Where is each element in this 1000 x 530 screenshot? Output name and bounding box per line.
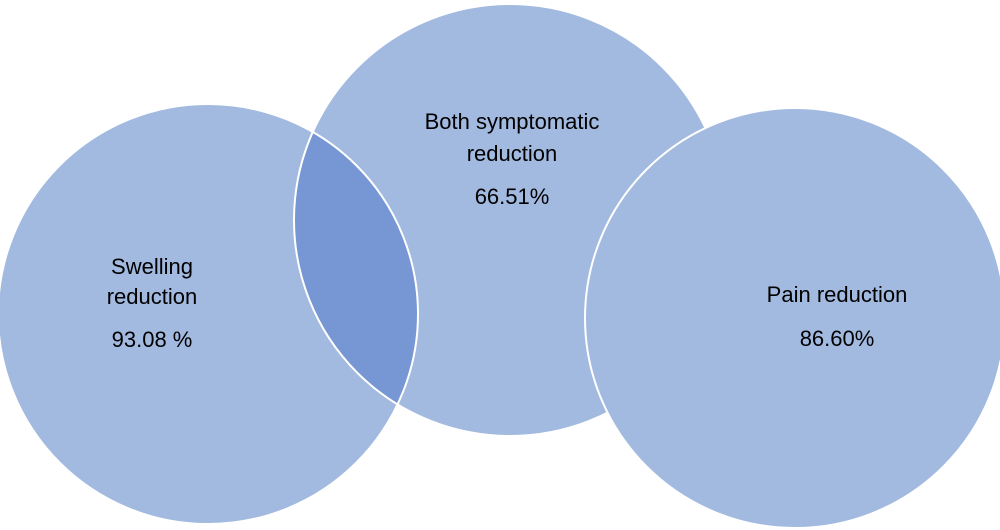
swelling-circle-outline xyxy=(0,103,419,525)
pain-label-line1: Pain reduction xyxy=(767,282,908,307)
both-value: 66.51% xyxy=(475,184,550,209)
both-label-line1: Both symptomatic xyxy=(425,109,600,134)
pain-circle xyxy=(584,107,1000,529)
swelling-label-line2: reduction xyxy=(107,284,198,309)
both-label-line2: reduction xyxy=(467,141,558,166)
swelling-value: 93.08 % xyxy=(112,327,193,352)
swelling-label-line1: Swelling xyxy=(111,254,193,279)
pain-value: 86.60% xyxy=(800,326,875,351)
